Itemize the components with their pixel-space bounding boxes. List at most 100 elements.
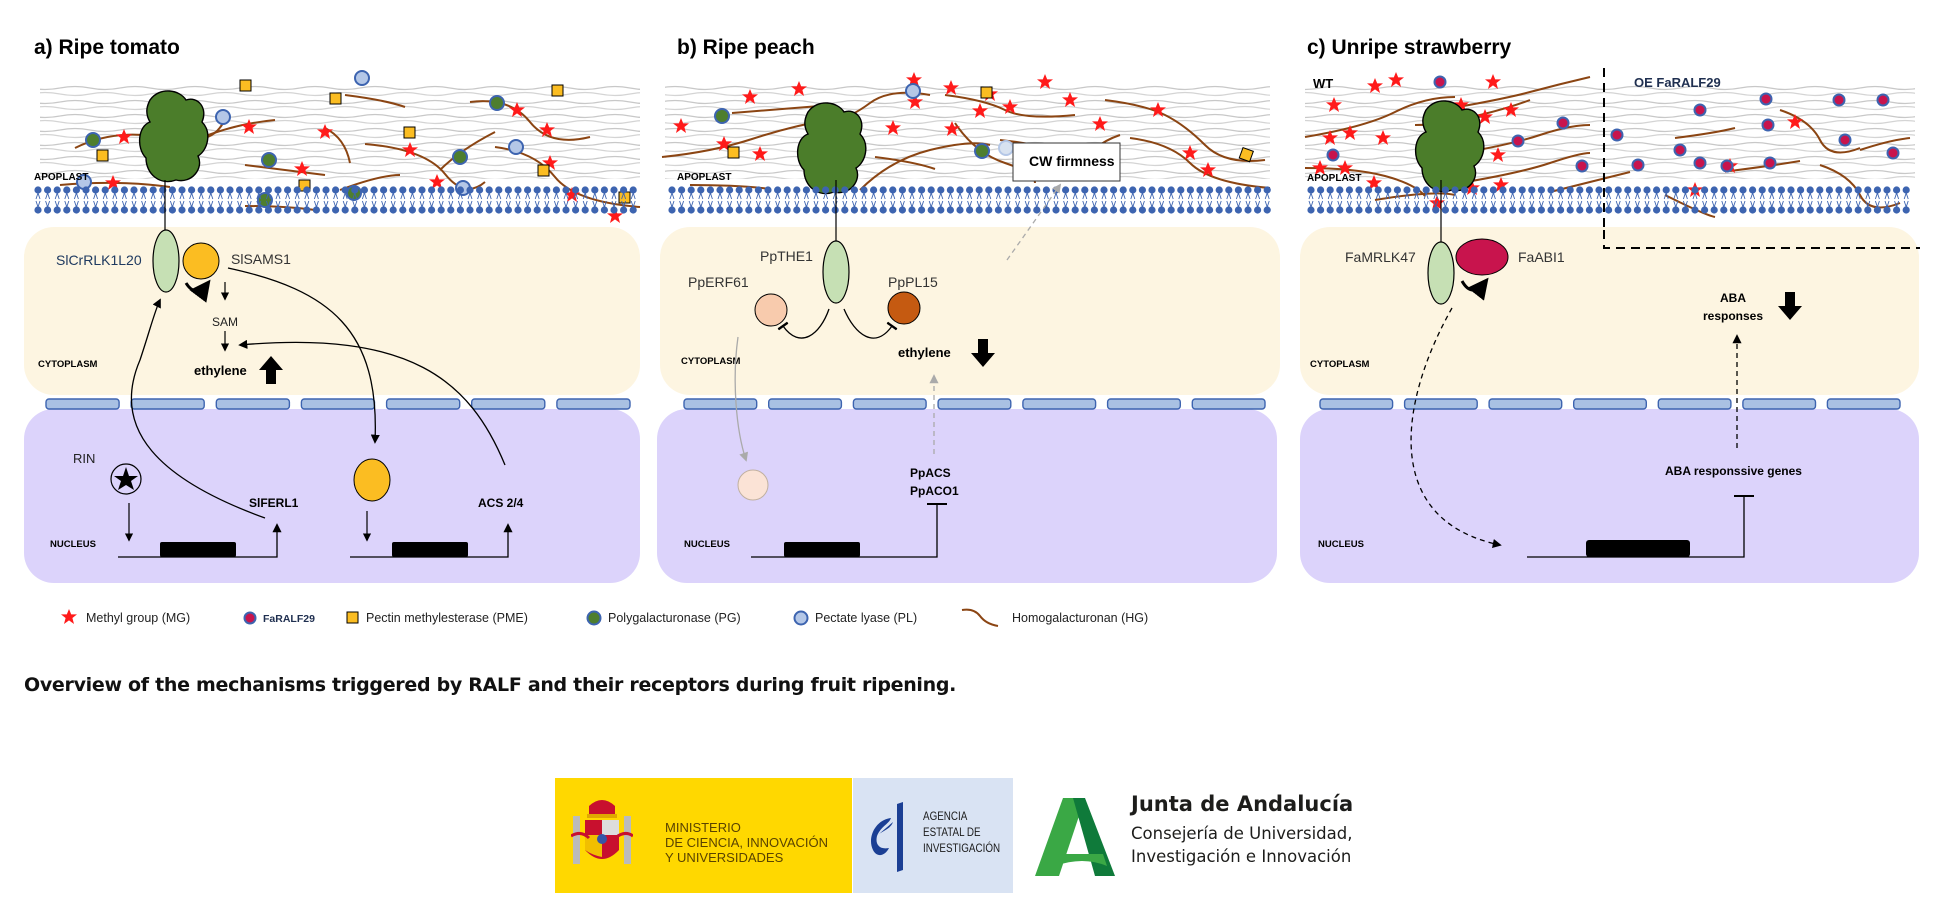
- lipid-molecule: [1460, 185, 1469, 215]
- receptor-label-b: PpTHE1: [760, 248, 813, 264]
- lipid-molecule: [1402, 185, 1412, 215]
- sams1-nuclear: [353, 458, 391, 502]
- lipid-molecule: [783, 185, 792, 215]
- aba-genes-label: ABA responssive genes: [1665, 464, 1802, 478]
- lipid-molecule: [1215, 185, 1224, 215]
- pl15-to-cw-arrow: [1006, 183, 1062, 261]
- legend-item-pme: Pectin methylesterase (PME): [346, 611, 528, 625]
- legend-label: FaRALF29: [263, 613, 315, 625]
- pl15-label: PpPL15: [888, 274, 938, 290]
- ethylene-label-b: ethylene: [898, 345, 951, 360]
- cytoplasm-label: CYTOPLASM: [38, 359, 98, 370]
- junta-title: Junta de Andalucía: [1131, 792, 1354, 816]
- plasma-membrane: [33, 185, 638, 215]
- lipid-molecule: [1061, 185, 1070, 215]
- lipid-molecule: [1748, 185, 1757, 215]
- lipid-molecule: [1738, 185, 1748, 215]
- lipid-molecule: [273, 185, 283, 215]
- nuclear-pore-segment: [1572, 398, 1647, 410]
- ferl1-gene-box: [160, 542, 236, 557]
- lipid-molecule: [379, 185, 388, 215]
- lipid-molecule: [859, 185, 869, 215]
- ppacs-label: PpACS: [910, 466, 951, 480]
- lipid-molecule: [1479, 185, 1488, 215]
- lipid-molecule: [1306, 185, 1316, 215]
- lipid-molecule: [1566, 185, 1575, 215]
- lipid-molecule: [552, 185, 561, 215]
- lipid-molecule: [1412, 185, 1421, 215]
- receptor-kinase-domain: [1427, 241, 1455, 305]
- nuclear-pore-segment: [937, 398, 1012, 410]
- lipid-molecule: [1032, 185, 1041, 215]
- lipid-molecule: [437, 185, 446, 215]
- lipid-molecule: [850, 185, 859, 215]
- lipid-molecule: [1109, 185, 1118, 215]
- lipid-molecule: [677, 185, 686, 215]
- lipid-molecule: [235, 185, 244, 215]
- lipid-molecule: [1815, 185, 1824, 215]
- lipid-molecule: [187, 185, 196, 215]
- lipid-molecule: [360, 185, 369, 215]
- lipid-molecule: [494, 185, 503, 215]
- lipid-molecule: [312, 185, 321, 215]
- lipid-molecule: [1537, 185, 1546, 215]
- pg-circle-icon: [586, 610, 602, 626]
- nuclear-pore-segment: [1191, 398, 1266, 410]
- receptor-kinase-domain: [152, 229, 180, 293]
- plasma-membrane: [1306, 185, 1911, 215]
- lipid-molecule: [600, 185, 609, 215]
- cell-wall-fibers: [1305, 84, 1915, 179]
- nucleus: [657, 409, 1277, 583]
- apoplast-label: APOPLAST: [34, 172, 88, 183]
- lipid-molecule: [1003, 185, 1013, 215]
- nucleus-label: NUCLEUS: [684, 539, 730, 550]
- lipid-molecule: [955, 185, 965, 215]
- lipid-molecule: [62, 185, 71, 215]
- junta-andalucia-logo: Junta de Andalucía Consejería de Univers…: [1033, 790, 1393, 890]
- lipid-molecule: [725, 185, 734, 215]
- hg-curve-icon: [961, 608, 999, 627]
- lipid-molecule: [706, 185, 715, 215]
- lipid-molecule: [917, 185, 926, 215]
- aei-line-2: ESTATAL DE: [923, 825, 981, 839]
- lipid-molecule: [1777, 185, 1786, 215]
- erf61-to-nucleus-arrow: [734, 336, 749, 462]
- lipid-molecule: [341, 185, 350, 215]
- nuclear-pore-segment: [556, 398, 631, 410]
- sam-label: SAM: [212, 315, 238, 329]
- lipid-molecule: [869, 185, 878, 215]
- lipid-molecule: [840, 185, 849, 215]
- methyl-group-star-icon: [61, 609, 77, 624]
- aei-line-3: INVESTIGACIÓN: [923, 841, 1001, 855]
- rin-star-icon: [114, 467, 138, 490]
- panel-c: c) Unripe strawberry: [1300, 36, 1920, 583]
- lipid-molecule: [389, 185, 398, 215]
- phosphorylation-arrow: [1460, 277, 1489, 301]
- lipid-molecule: [523, 185, 532, 215]
- receptor-kinase-domain: [822, 240, 850, 304]
- lipid-molecule: [197, 185, 206, 215]
- lipid-molecule: [927, 185, 936, 215]
- pl15-protein: [887, 291, 921, 325]
- lipid-molecule: [1844, 185, 1853, 215]
- lipid-molecule: [831, 185, 840, 215]
- cw-firmness-box: [1012, 142, 1121, 182]
- nuclear-envelope: [1319, 398, 1901, 410]
- lipid-molecule: [168, 185, 177, 215]
- receptor-to-nucleus-arrow: [1410, 307, 1502, 548]
- apoplast-label: APOPLAST: [677, 172, 731, 183]
- inhibit-pl15: [843, 308, 898, 339]
- sams1-label: SlSAMS1: [231, 251, 291, 267]
- lipid-molecule: [609, 185, 619, 215]
- lipid-molecule: [1234, 185, 1243, 215]
- nuclear-pore-segment: [852, 398, 927, 410]
- nuclear-pore-segment: [1403, 398, 1478, 410]
- oe-faralf29-label: OE FaRALF29: [1634, 75, 1721, 90]
- nuclear-pore-segment: [768, 398, 843, 410]
- lipid-molecule: [504, 185, 513, 215]
- apoplast-label: APOPLAST: [1307, 173, 1361, 184]
- lipid-molecule: [1806, 185, 1815, 215]
- lipid-molecule: [33, 185, 43, 215]
- ethylene-down-arrow-icon: [971, 339, 995, 367]
- cw-firmness-label: CW firmness: [1029, 153, 1115, 169]
